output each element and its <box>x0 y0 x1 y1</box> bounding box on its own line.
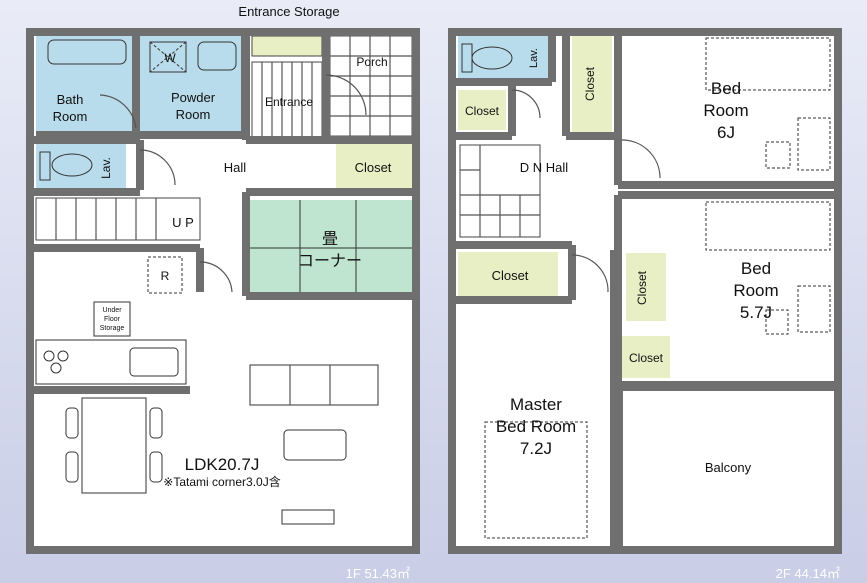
tatami-label-line1: 畳 <box>322 231 338 248</box>
floor-1-area-label: 1F 51.43㎡ <box>346 566 410 581</box>
underfloor-label-line2: Floor <box>104 316 121 323</box>
bath-label-line2: Room <box>53 109 88 124</box>
lavatory-2f <box>458 36 548 78</box>
underfloor-label-line1: Under <box>102 307 122 314</box>
tatami-note-label: ※Tatami corner3.0J含 <box>163 474 280 489</box>
bed2-closet <box>622 336 670 378</box>
balcony <box>617 385 841 553</box>
balcony-label: Balcony <box>705 460 752 475</box>
bed1-label-line3: 6J <box>717 123 735 142</box>
bed1-closet-label: Closet <box>583 66 597 101</box>
porch-tiles <box>329 35 413 137</box>
master-closet-label: Closet <box>492 268 529 283</box>
floor-2-area-label: 2F 44.14㎡ <box>776 566 840 581</box>
master-label-line2: Bed Room <box>496 417 576 436</box>
lav-2f-label: Lav. <box>528 48 540 68</box>
hall-closet-2f <box>458 90 506 130</box>
bed1-label-line2: Room <box>703 101 748 120</box>
lav-1f-label: Lav. <box>99 157 113 179</box>
bed2-label-line3: 5.7J <box>740 303 772 322</box>
bed1-closet <box>572 36 612 132</box>
stairs-1f <box>35 197 201 241</box>
bed2-closet-vertical <box>626 253 666 321</box>
stairs-up-label: U P <box>172 215 194 230</box>
master-label-line3: 7.2J <box>520 439 552 458</box>
powder-room <box>140 36 245 131</box>
entrance-label: Entrance <box>265 95 313 109</box>
porch-label: Porch <box>356 55 387 69</box>
bath-label-line1: Bath <box>57 92 84 107</box>
bed1-label-line1: Bed <box>711 79 741 98</box>
stairs-2f <box>459 144 541 238</box>
closet-1f <box>336 143 412 193</box>
floor-2-plan: Lav. Closet Closet Bed Room 6J D N Hall … <box>448 28 842 581</box>
closet-1f-label: Closet <box>355 160 392 175</box>
hall-closet-2f-label: Closet <box>465 104 500 118</box>
floor-1-plan: Entrance Storage Porch Bath Room W Powde… <box>26 4 420 581</box>
powder-label-line2: Room <box>176 107 211 122</box>
underfloor-label-line3: Storage <box>100 325 125 332</box>
fridge-mark: R <box>161 269 170 283</box>
dn-hall-label: D N Hall <box>520 160 569 175</box>
lavatory-1f <box>36 143 126 188</box>
tatami-label-line2: コーナー <box>298 253 362 270</box>
hall-1f-label: Hall <box>224 160 247 175</box>
bed2-closet-label: Closet <box>629 351 664 365</box>
washer-mark: W <box>164 51 176 65</box>
master-label-line1: Master <box>510 395 562 414</box>
entrance-storage-label: Entrance Storage <box>238 4 339 19</box>
bed2-closet-vertical-label: Closet <box>635 270 649 305</box>
powder-label-line1: Powder <box>171 90 216 105</box>
ldk-label: LDK20.7J <box>185 455 260 474</box>
bed2-label-line2: Room <box>733 281 778 300</box>
master-closet <box>458 252 558 296</box>
bath-room <box>36 36 136 131</box>
bed2-label-line1: Bed <box>741 259 771 278</box>
